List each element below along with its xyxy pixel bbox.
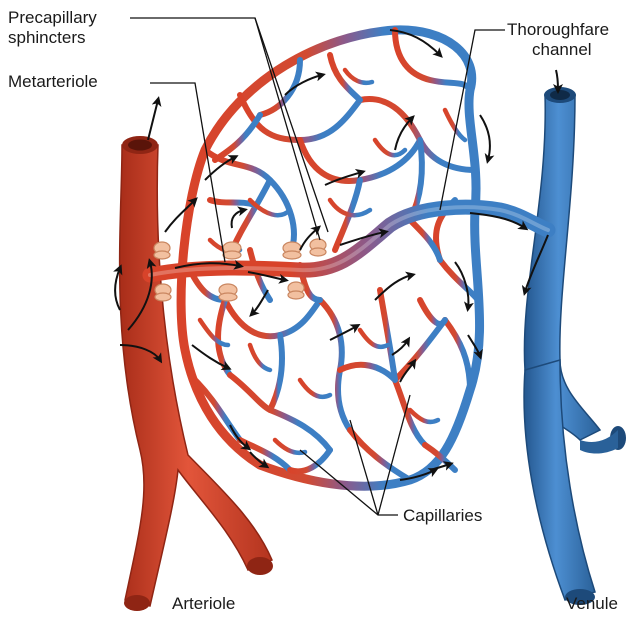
capillaries-leader bbox=[350, 420, 378, 515]
sphincter-ring-icon bbox=[219, 284, 237, 301]
thoroughfare-label-line1: Thoroughfare bbox=[507, 20, 609, 40]
sphincter-ring-icon bbox=[154, 242, 170, 259]
arrow-icon bbox=[148, 100, 158, 140]
sphincter-ring-icon bbox=[288, 282, 304, 299]
arteriole-label: Arteriole bbox=[172, 594, 235, 614]
capillaries-leader bbox=[378, 395, 410, 515]
metarteriole-label: Metarteriole bbox=[8, 72, 98, 92]
precapillary-label-line2: sphincters bbox=[8, 28, 97, 48]
thoroughfare-channel-label: Thoroughfare channel bbox=[507, 20, 609, 60]
capillaries-label: Capillaries bbox=[403, 506, 482, 526]
precapillary-sphincters-label: Precapillary sphincters bbox=[8, 8, 97, 48]
thoroughfare-label-line2: channel bbox=[507, 40, 609, 60]
venule-vessel bbox=[524, 87, 626, 605]
arrow-icon bbox=[392, 340, 408, 355]
arrow-icon bbox=[480, 115, 490, 160]
precapillary-label-line1: Precapillary bbox=[8, 8, 97, 28]
venule-label: Venule bbox=[566, 594, 618, 614]
arteriole-vessel bbox=[120, 136, 273, 611]
precapillary-leader bbox=[130, 18, 320, 240]
sphincter-ring-icon bbox=[283, 242, 301, 259]
arrow-icon bbox=[556, 70, 558, 90]
sphincter-ring-icon bbox=[310, 239, 326, 256]
sphincter-ring-icon bbox=[223, 242, 241, 259]
sphincter-ring-icon bbox=[155, 284, 171, 301]
arrow-icon bbox=[252, 290, 268, 314]
